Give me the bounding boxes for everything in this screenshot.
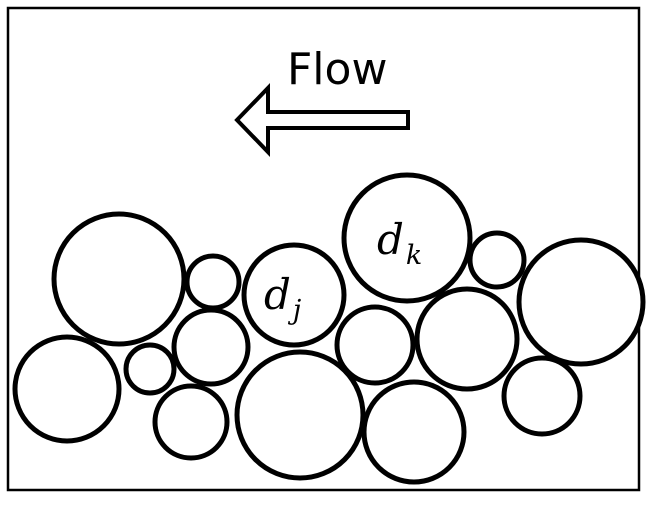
grain-lower-left-mid (152, 383, 230, 461)
label-dj: dj (264, 270, 301, 326)
grain-bottom-right (361, 379, 467, 485)
diagram-frame (6, 6, 641, 492)
grain-mid-right (414, 286, 520, 392)
grain-dj (241, 242, 347, 348)
grain-small-right-upper (467, 230, 527, 290)
flow-arrow-left-icon (234, 83, 410, 157)
grain-upper-left (51, 211, 187, 347)
grain-lower-left (12, 334, 122, 444)
grain-mid-left (171, 307, 251, 387)
grain-dk (341, 172, 473, 304)
grain-small-left (123, 342, 177, 396)
grain-mid-center (334, 304, 416, 386)
label-dk: dk (377, 215, 422, 271)
grain-lower-right (501, 355, 583, 437)
grain-right-large (516, 237, 646, 367)
grain-small-upper (184, 253, 242, 311)
grain-bottom-center (234, 349, 366, 481)
flow-label: Flow (287, 44, 387, 95)
